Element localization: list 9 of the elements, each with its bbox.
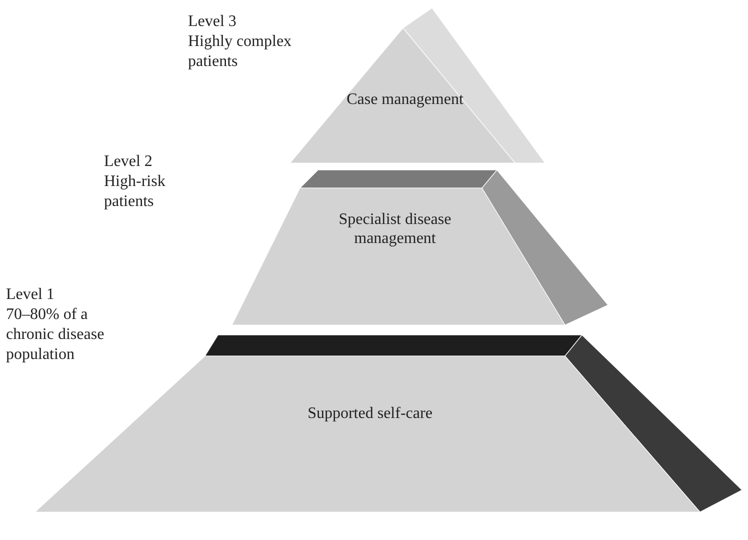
level-label: 70–80% of a chronic disease population (6, 305, 106, 365)
level-label: Level 1 (6, 285, 56, 305)
tier-label: Specialist disease management (338, 210, 452, 248)
level-label: Level 3 (188, 12, 238, 32)
level-label: High-risk patients (104, 172, 166, 212)
level-label: Level 2 (104, 152, 154, 172)
level-label: Highly complex patients (188, 32, 293, 72)
tier-label: Case management (346, 90, 464, 109)
tier-label: Supported self-care (306, 404, 434, 423)
